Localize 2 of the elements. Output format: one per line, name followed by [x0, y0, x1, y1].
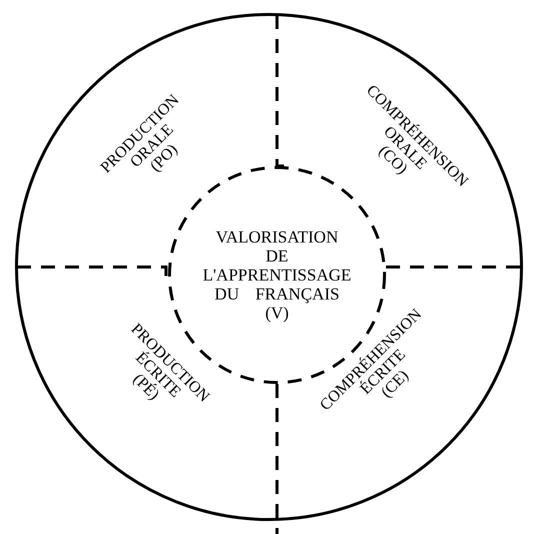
center-text: VALORISATION DE L'APPRENTISSAGE DU FRANÇAIS (V)	[202, 228, 352, 322]
outer-circle	[15, 13, 523, 521]
